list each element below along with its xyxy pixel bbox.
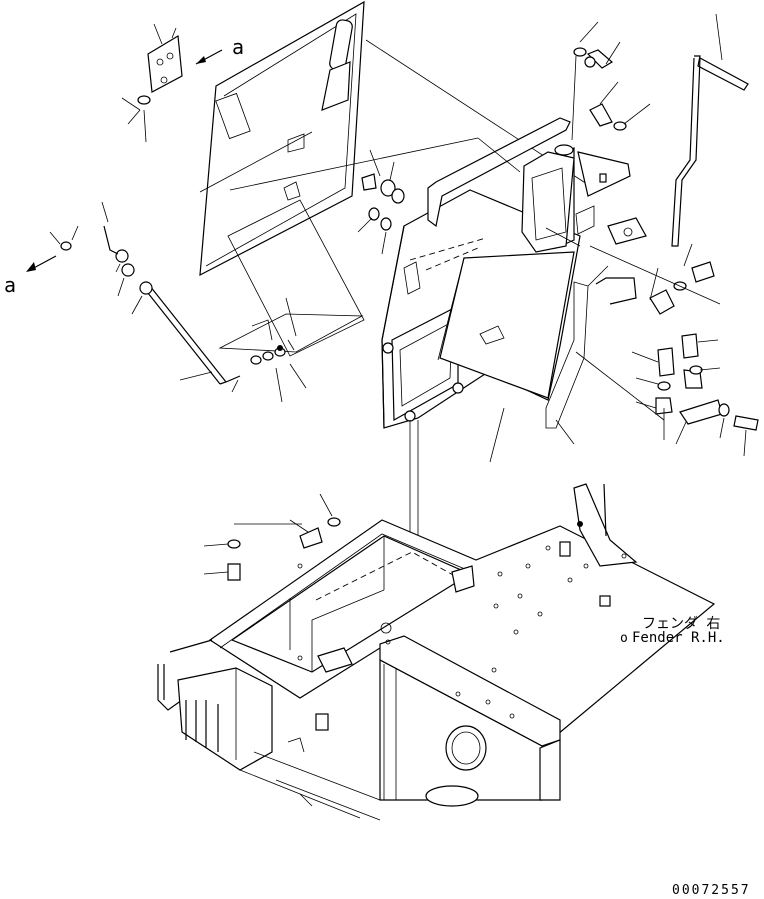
ref-label-top: a (232, 35, 244, 59)
drawing-number: 00072557 (672, 883, 751, 898)
fender-label: フェンダ 右 o Fender R.H. (620, 616, 725, 646)
reference-arrow-left: a (4, 255, 57, 297)
bolt-set-upper-right (571, 21, 651, 141)
lock-plate (218, 297, 364, 403)
bolt-set-frame (203, 493, 341, 581)
main-frame (157, 483, 716, 821)
fender-housing (381, 189, 581, 429)
clip-bracket-right (545, 243, 715, 445)
ref-label-left: a (4, 273, 16, 297)
bolt-set-lower-right (631, 333, 759, 457)
fender-marker: o (620, 631, 628, 646)
fender-label-en: Fender R.H. (632, 630, 725, 646)
latch-bracket (147, 23, 183, 93)
washer-top-left (121, 95, 151, 143)
reference-arrow-top: a (195, 35, 244, 65)
fender-label-jp: フェンダ 右 (642, 616, 720, 632)
stay-rod (671, 13, 749, 247)
frame-holes (297, 545, 627, 719)
screw-set-door (357, 149, 405, 255)
door-panel (199, 0, 365, 277)
hinge-assembly (427, 117, 647, 253)
rod-assembly (49, 201, 241, 393)
